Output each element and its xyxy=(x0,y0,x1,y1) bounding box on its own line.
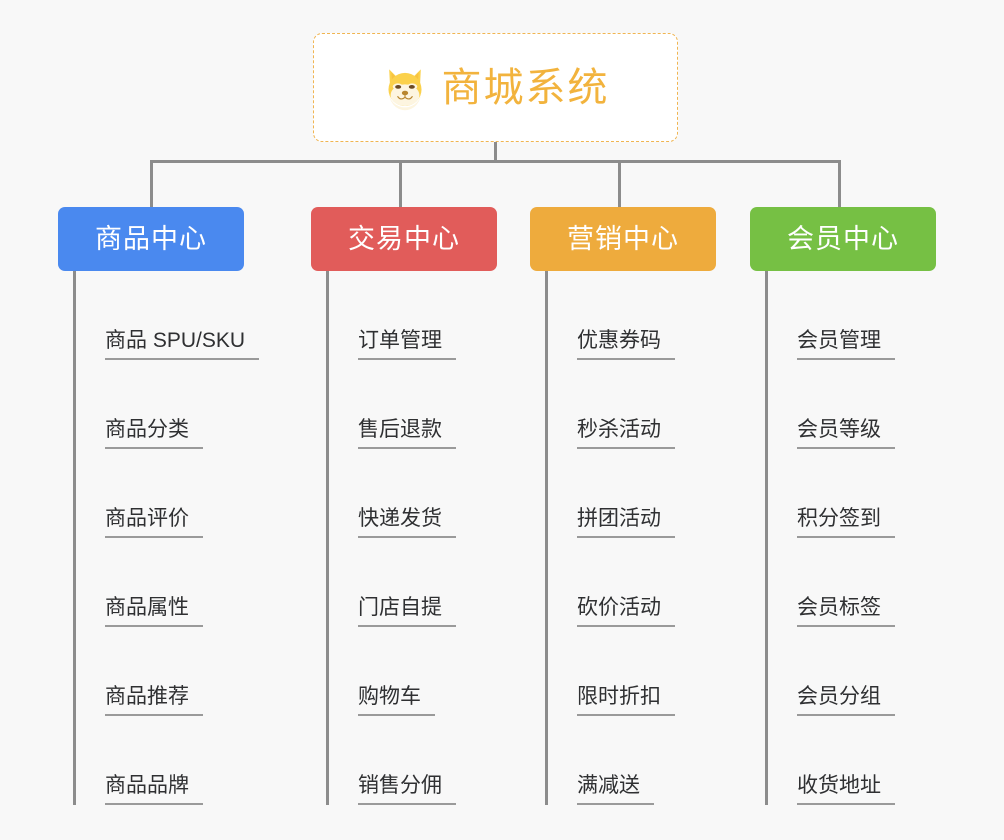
list-item[interactable]: 会员分组 xyxy=(765,627,1004,716)
list-item[interactable]: 积分签到 xyxy=(765,449,1004,538)
branch-column-1: 商品中心 商品 SPU/SKU 商品分类 商品评价 商品属性 商品推荐 商品品牌 xyxy=(58,207,260,805)
leaf-list-2: 订单管理 售后退款 快递发货 门店自提 购物车 销售分佣 xyxy=(326,271,576,805)
leaf-list-4: 会员管理 会员等级 积分签到 会员标签 会员分组 收货地址 xyxy=(765,271,1004,805)
leaf-label: 商品 SPU/SKU xyxy=(105,330,260,360)
leaf-list-1: 商品 SPU/SKU 商品分类 商品评价 商品属性 商品推荐 商品品牌 xyxy=(73,271,323,805)
leaf-label: 会员标签 xyxy=(797,597,895,627)
leaf-label: 商品分类 xyxy=(105,419,203,449)
leaf-label: 满减送 xyxy=(577,775,654,805)
leaf-label: 砍价活动 xyxy=(577,597,675,627)
list-item[interactable]: 收货地址 xyxy=(765,716,1004,805)
list-item[interactable]: 拼团活动 xyxy=(545,449,795,538)
branch-header-3[interactable]: 营销中心 xyxy=(530,207,716,271)
branch-header-label-2: 交易中心 xyxy=(348,223,460,254)
branch-trunk-4 xyxy=(765,271,768,805)
list-item[interactable]: 售后退款 xyxy=(326,360,576,449)
list-item[interactable]: 会员标签 xyxy=(765,538,1004,627)
list-item[interactable]: 门店自提 xyxy=(326,538,576,627)
branch-column-3: 营销中心 优惠券码 秒杀活动 拼团活动 砍价活动 限时折扣 满减送 xyxy=(530,207,716,805)
list-item[interactable]: 秒杀活动 xyxy=(545,360,795,449)
branch-header-4[interactable]: 会员中心 xyxy=(750,207,936,271)
root-title: 商城系统 xyxy=(441,65,610,110)
list-item[interactable]: 砍价活动 xyxy=(545,538,795,627)
leaf-list-3: 优惠券码 秒杀活动 拼团活动 砍价活动 限时折扣 满减送 xyxy=(545,271,795,805)
leaf-label: 订单管理 xyxy=(358,330,456,360)
leaf-label: 拼团活动 xyxy=(577,508,675,538)
leaf-label: 商品推荐 xyxy=(105,686,203,716)
connector-horizontal-bus xyxy=(150,160,841,163)
connector-drop-3 xyxy=(618,160,621,208)
list-item[interactable]: 满减送 xyxy=(545,716,795,805)
branch-column-4: 会员中心 会员管理 会员等级 积分签到 会员标签 会员分组 收货地址 xyxy=(750,207,936,805)
root-node[interactable]: 商城系统 xyxy=(313,33,678,142)
list-item[interactable]: 订单管理 xyxy=(326,271,576,360)
leaf-label: 积分签到 xyxy=(797,508,895,538)
connector-root-stem xyxy=(494,142,497,163)
leaf-label: 限时折扣 xyxy=(577,686,675,716)
leaf-label: 会员管理 xyxy=(797,330,895,360)
branch-trunk-1 xyxy=(73,271,76,805)
leaf-label: 会员等级 xyxy=(797,419,895,449)
leaf-label: 销售分佣 xyxy=(358,775,456,805)
leaf-label: 收货地址 xyxy=(797,775,895,805)
list-item[interactable]: 限时折扣 xyxy=(545,627,795,716)
shiba-dog-face-icon xyxy=(382,65,428,111)
list-item[interactable]: 购物车 xyxy=(326,627,576,716)
branch-trunk-2 xyxy=(326,271,329,805)
leaf-label: 会员分组 xyxy=(797,686,895,716)
branch-header-label-4: 会员中心 xyxy=(787,223,899,254)
list-item[interactable]: 商品品牌 xyxy=(73,716,323,805)
leaf-label: 快递发货 xyxy=(358,508,456,538)
list-item[interactable]: 销售分佣 xyxy=(326,716,576,805)
branch-column-2: 交易中心 订单管理 售后退款 快递发货 门店自提 购物车 销售分佣 xyxy=(311,207,497,805)
leaf-label: 商品评价 xyxy=(105,508,203,538)
leaf-label: 商品属性 xyxy=(105,597,203,627)
leaf-label: 秒杀活动 xyxy=(577,419,675,449)
list-item[interactable]: 会员等级 xyxy=(765,360,1004,449)
branch-header-2[interactable]: 交易中心 xyxy=(311,207,497,271)
list-item[interactable]: 商品评价 xyxy=(73,449,323,538)
leaf-label: 商品品牌 xyxy=(105,775,203,805)
leaf-label: 购物车 xyxy=(358,686,435,716)
leaf-label: 门店自提 xyxy=(358,597,456,627)
list-item[interactable]: 快递发货 xyxy=(326,449,576,538)
list-item[interactable]: 商品 SPU/SKU xyxy=(73,271,323,360)
branch-trunk-3 xyxy=(545,271,548,805)
leaf-label: 售后退款 xyxy=(358,419,456,449)
list-item[interactable]: 商品属性 xyxy=(73,538,323,627)
connector-drop-1 xyxy=(150,160,153,208)
list-item[interactable]: 优惠券码 xyxy=(545,271,795,360)
branch-header-1[interactable]: 商品中心 xyxy=(58,207,244,271)
connector-drop-2 xyxy=(399,160,402,208)
leaf-label: 优惠券码 xyxy=(577,330,675,360)
list-item[interactable]: 商品推荐 xyxy=(73,627,323,716)
list-item[interactable]: 会员管理 xyxy=(765,271,1004,360)
connector-drop-4 xyxy=(838,160,841,208)
branch-header-label-3: 营销中心 xyxy=(567,223,679,254)
branch-header-label-1: 商品中心 xyxy=(95,223,207,254)
list-item[interactable]: 商品分类 xyxy=(73,360,323,449)
